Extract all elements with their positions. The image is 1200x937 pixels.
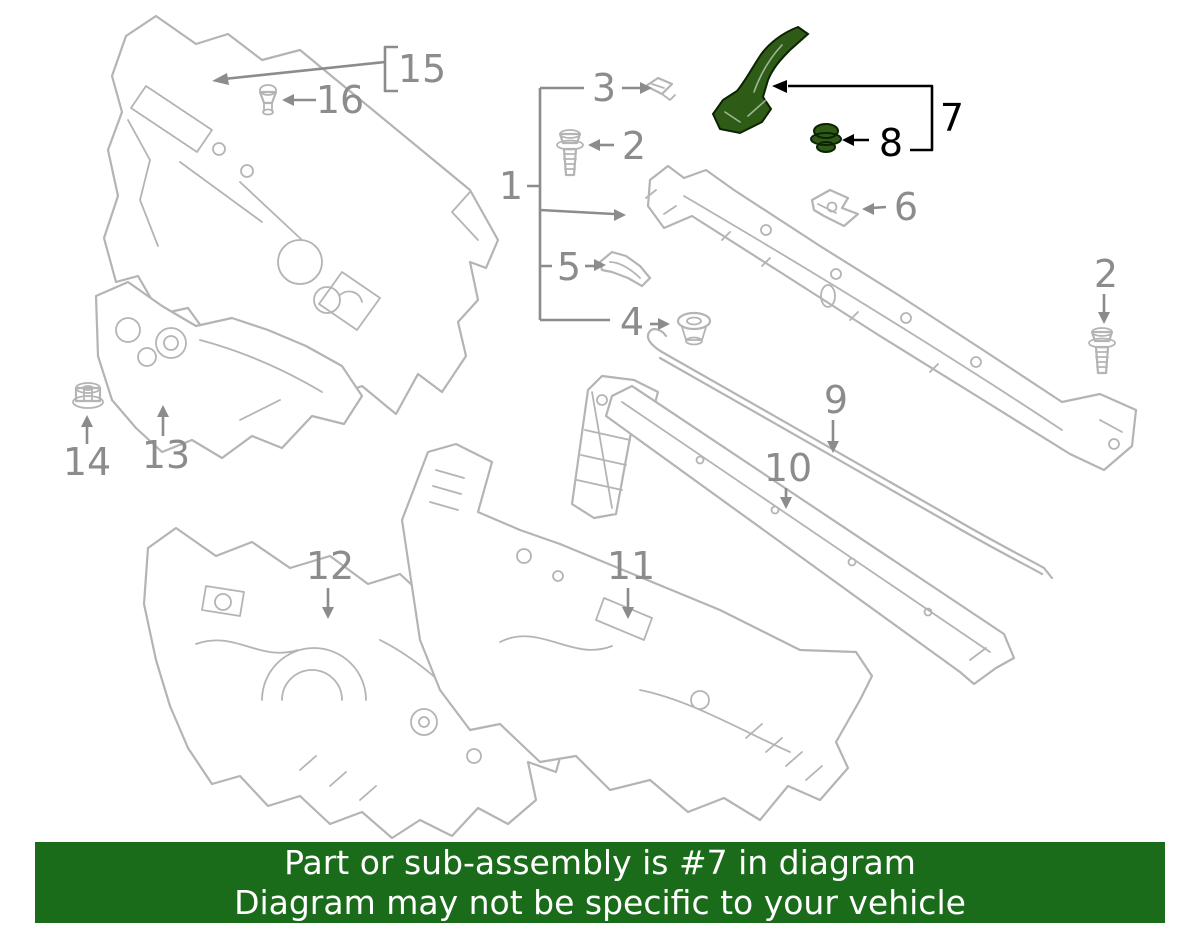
callout-3-label: 3	[592, 66, 616, 110]
callout-4: 4	[620, 300, 670, 344]
cowl-reinforcement-line-art	[604, 384, 1016, 686]
callout-2-left: 2	[588, 124, 646, 168]
callout-15: 15	[212, 45, 446, 93]
grommet-part-4	[676, 311, 712, 346]
callout-7: 7	[772, 80, 964, 152]
callout-2-right-label: 2	[1094, 252, 1118, 296]
nut-part-14	[72, 382, 104, 409]
callout-2-right: 2	[1094, 252, 1118, 324]
vehicle-note-banner: Part or sub-assembly is #7 in diagram Di…	[35, 842, 1165, 923]
bolt-part-2-right	[1088, 327, 1116, 375]
callout-5-label: 5	[557, 245, 581, 289]
bracket-part-5	[598, 250, 652, 288]
callout-16: 16	[282, 78, 364, 122]
callout-7-label: 7	[940, 96, 964, 140]
callout-4-label: 4	[620, 300, 644, 344]
callout-8: 8	[842, 121, 903, 165]
callout-8-label: 8	[879, 121, 903, 165]
callout-9: 9	[824, 378, 848, 453]
grommet-part-8	[810, 123, 843, 153]
callout-14: 14	[63, 415, 111, 484]
dash-lower-panel-line-art	[142, 526, 568, 840]
callout-5: 5	[557, 245, 606, 289]
callout-6-label: 6	[894, 185, 918, 229]
callout-10: 10	[764, 446, 812, 509]
callout-14-label: 14	[63, 440, 111, 484]
callout-16-label: 16	[316, 78, 364, 122]
callout-13: 13	[142, 405, 190, 477]
clip-part-3	[644, 76, 676, 101]
callout-1-label: 1	[499, 164, 523, 208]
banner-line-1: Part or sub-assembly is #7 in diagram	[284, 843, 916, 882]
dash-panel-line-art	[102, 14, 500, 416]
callout-2-left-label: 2	[622, 124, 646, 168]
callout-15-label: 15	[398, 47, 446, 91]
highlighted-cowl-extension-part-7	[711, 25, 810, 135]
callout-11-label: 11	[607, 544, 655, 588]
callout-10-label: 10	[764, 446, 812, 490]
drain-hose-rod-line-art	[646, 328, 1054, 580]
bracket-part-6	[810, 188, 860, 228]
bolt-part-2-left	[556, 129, 584, 177]
callout-11: 11	[607, 544, 655, 619]
banner-line-2: Diagram may not be specific to your vehi…	[234, 883, 966, 922]
callout-6: 6	[862, 185, 918, 229]
cowl-crossmember-line-art	[400, 442, 874, 822]
callout-13-label: 13	[142, 433, 190, 477]
callout-3: 3	[592, 66, 652, 110]
clip-part-16	[258, 84, 278, 116]
callout-9-label: 9	[824, 378, 848, 422]
callout-1: 1	[499, 86, 626, 322]
callout-12: 12	[306, 544, 354, 619]
cowl-top-panel-line-art	[645, 164, 1138, 472]
callout-12-label: 12	[306, 544, 354, 588]
